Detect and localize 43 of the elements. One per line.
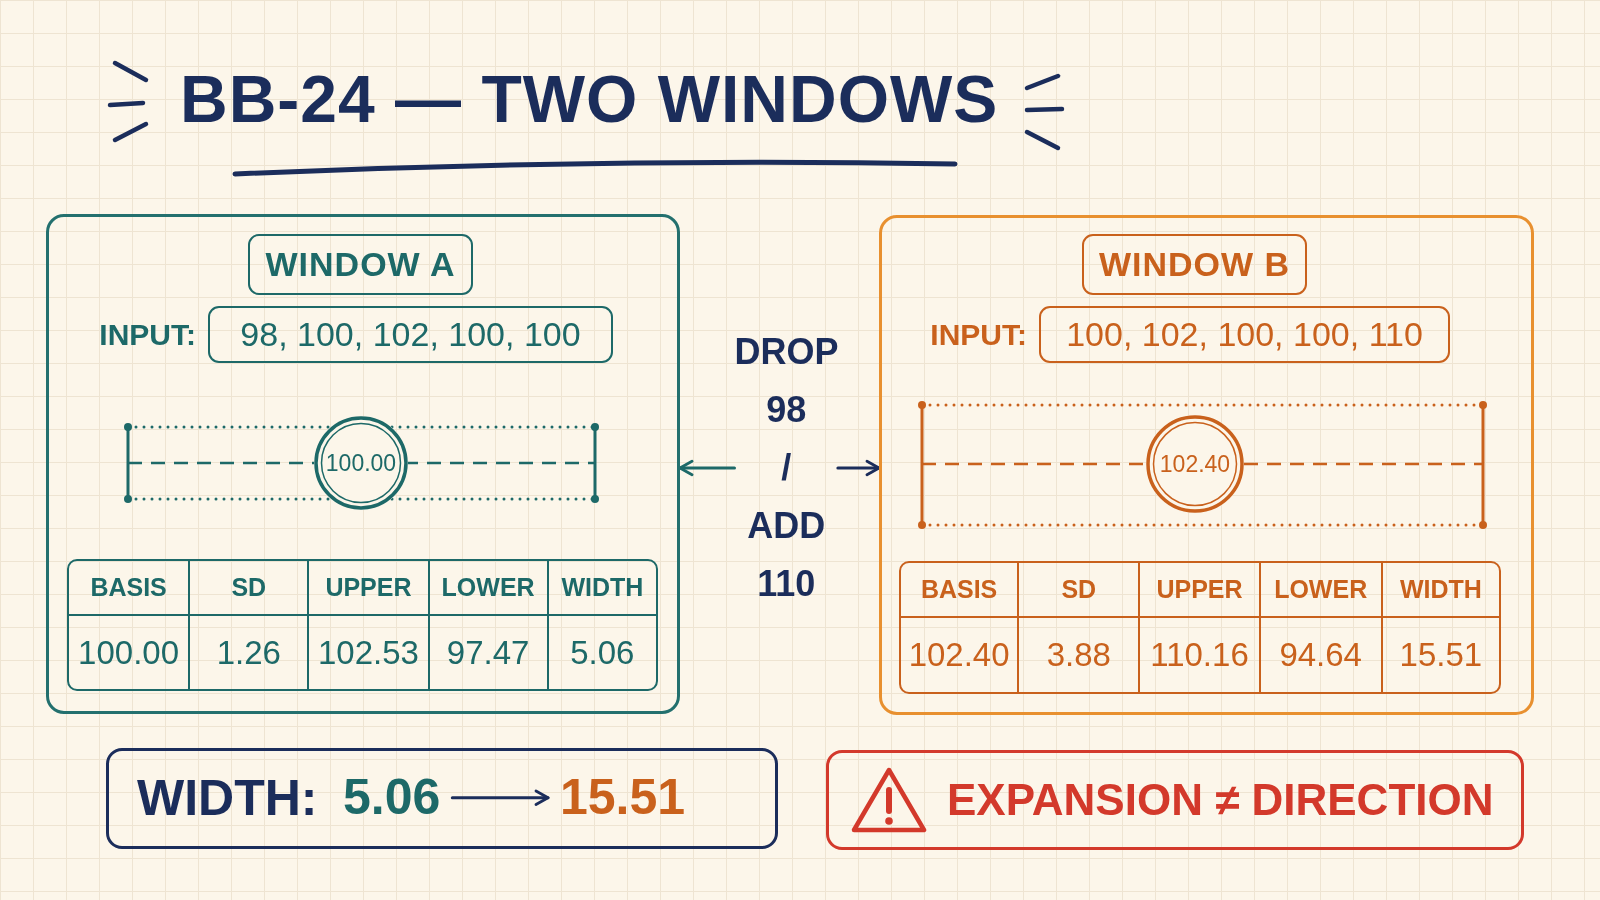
column-header: LOWER (1260, 563, 1383, 618)
column-header: UPPER (1140, 563, 1261, 618)
window-title: WINDOW B (1098, 244, 1291, 285)
start-width-value: 5.06 (331, 769, 453, 827)
stat-value: 3.88 (1019, 618, 1141, 692)
column-header: SD (190, 561, 310, 616)
stat-value: 15.51 (1398, 635, 1484, 676)
input-values: 100, 102, 100, 100, 110 (1066, 314, 1423, 355)
input-label: INPUT: (99, 317, 196, 352)
column-header: UPPER (309, 561, 430, 616)
window-shift-note: DROP 98 / ADD 110 (734, 323, 838, 613)
basis-value: 102.40 (1159, 450, 1231, 478)
stat-value: 100.00 (69, 616, 191, 689)
stat-value: 94.64 (1260, 618, 1383, 692)
column-header: WIDTH (1382, 563, 1499, 618)
stat-value: 110.16 (1140, 618, 1261, 692)
warning-text: EXPANSION ≠ DIRECTION (947, 774, 1494, 826)
column-header: BASIS (69, 561, 191, 616)
arrow (678, 459, 736, 477)
stat-value: 1.26 (190, 616, 310, 689)
end-width-value: 15.51 (548, 769, 698, 827)
basis-value: 100.00 (325, 449, 397, 477)
stat-value: 102.53 (309, 616, 430, 689)
column-header: BASIS (901, 563, 1020, 618)
width-summary-box (106, 748, 778, 849)
warning-banner (826, 750, 1524, 850)
column-header: WIDTH (548, 561, 656, 616)
window-panel (879, 215, 1534, 715)
diagram-title: BB-24 — TWO WINDOWS (180, 62, 999, 138)
width-label: WIDTH: (137, 769, 318, 828)
stat-value: 97.47 (429, 616, 549, 689)
input-values: 98, 100, 102, 100, 100 (240, 314, 581, 355)
stat-value: 5.06 (569, 632, 636, 673)
arrow (450, 789, 550, 806)
arrow (836, 459, 881, 477)
column-header: LOWER (429, 561, 549, 616)
window-panel (46, 214, 680, 714)
window-title: WINDOW A (265, 244, 456, 285)
stat-value: 102.40 (901, 618, 1020, 692)
title-tag (1082, 234, 1307, 295)
title-tag (248, 234, 473, 295)
column-header: SD (1019, 563, 1141, 618)
input-label: INPUT: (930, 317, 1027, 352)
